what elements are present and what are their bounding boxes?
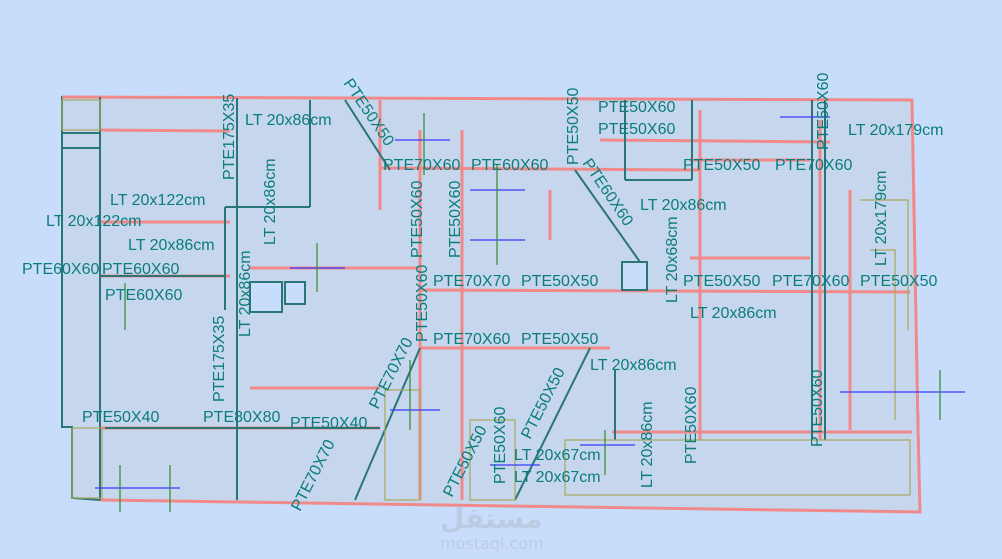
label-pte60x60: PTE60X60 (471, 157, 548, 174)
label-pte175x35: PTE175X35 (211, 316, 228, 402)
label-pte50x50: PTE50X50 (860, 273, 937, 290)
watermark-latin: mostaql.com (440, 534, 544, 553)
label-lt-20x86: LT 20x86cm (690, 305, 777, 322)
slab-edges-olive (61, 99, 911, 501)
label-lt-20x86: LT 20x86cm (590, 357, 677, 374)
label-pte50x50: PTE50X50 (521, 273, 598, 290)
label-lt-20x67: LT 20x67cm (514, 469, 601, 486)
label-pte50x60: PTE50X60 (447, 181, 464, 258)
label-lt-20x86: LT 20x86cm (128, 237, 215, 254)
label-pte50x50: PTE50X50 (521, 331, 598, 348)
label-lt-20x179: LT 20x179cm (848, 122, 943, 139)
label-lt-20x67: LT 20x67cm (514, 447, 601, 464)
label-pte175x35: PTE175X35 (221, 94, 238, 180)
label-pte50x40: PTE50X40 (290, 415, 367, 432)
label-lt-20x86: LT 20x86cm (245, 112, 332, 129)
label-pte70x60: PTE70X60 (775, 157, 852, 174)
label-lt-20x86: LT 20x86cm (237, 250, 254, 337)
label-pte50x60: PTE50X60 (815, 73, 832, 150)
label-pte70x60: PTE70X60 (433, 331, 510, 348)
watermark-arabic: مستقل (440, 502, 542, 535)
label-pte50x60: PTE50X60 (414, 265, 431, 342)
openings (249, 261, 648, 313)
watermark: مستقل mostaql.com (440, 502, 544, 553)
label-pte60x60: PTE60X60 (105, 287, 182, 304)
beams-teal (63, 97, 826, 501)
label-pte50x60: PTE50X60 (492, 407, 509, 484)
label-pte50x50: PTE50X50 (683, 273, 760, 290)
label-lt-20x86: LT 20x86cm (640, 197, 727, 214)
reinforcement-arrows (95, 113, 965, 512)
label-lt-20x68: LT 20x68cm (664, 216, 681, 303)
label-pte60x60: PTE60X60 (102, 261, 179, 278)
horizontal-labels: LT 20x122cm LT 20x122cm LT 20x86cm LT 20… (22, 99, 943, 486)
label-pte60x60: PTE60X60 (22, 261, 99, 278)
label-pte50x60: PTE50X60 (809, 370, 826, 447)
label-pte50x60: PTE50X60 (683, 387, 700, 464)
label-pte50x50: PTE50X50 (683, 157, 760, 174)
label-pte70x60: PTE70X60 (383, 157, 460, 174)
label-lt-20x179: LT 20x179cm (873, 171, 890, 266)
label-lt-20x86: LT 20x86cm (639, 401, 656, 488)
vertical-labels: PTE175X35 LT 20x86cm LT 20x86cm PTE175X3… (211, 73, 890, 488)
label-pte50x50: PTE50X50 (565, 88, 582, 165)
label-pte80x80: PTE80X80 (203, 409, 280, 426)
label-pte50x40: PTE50X40 (82, 409, 159, 426)
label-lt-20x122: LT 20x122cm (46, 213, 141, 230)
label-pte50x60: PTE50X60 (598, 121, 675, 138)
label-pte50x60: PTE50X60 (598, 99, 675, 116)
label-pte50x60: PTE50X60 (409, 181, 426, 258)
label-pte70x60: PTE70X60 (772, 273, 849, 290)
label-lt-20x122: LT 20x122cm (110, 192, 205, 209)
beams-red (61, 95, 922, 514)
label-lt-20x86: LT 20x86cm (262, 158, 279, 245)
label-pte70x70: PTE70X70 (433, 273, 510, 290)
